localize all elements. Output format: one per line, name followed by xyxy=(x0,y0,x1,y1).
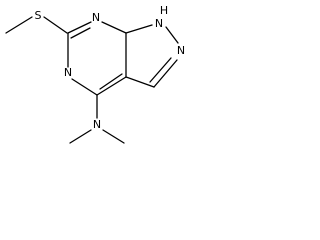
bond-methyl-s xyxy=(5,16,33,34)
atom-n2: N xyxy=(177,44,185,57)
bond-c2-n3-double-b xyxy=(70,27,91,39)
atom-nh-h: H xyxy=(160,4,168,17)
bond-s-c2 xyxy=(43,16,68,34)
bond-c4-c3a-a xyxy=(96,76,127,96)
bond-n1-c4 xyxy=(71,78,98,96)
bond-c3-c3a xyxy=(125,76,155,88)
bond-n2-c3-double-a xyxy=(153,59,178,88)
bond-namine-methyl-left xyxy=(69,129,92,144)
bond-n3-c7a xyxy=(101,21,127,34)
bond-c2-n3-double-a xyxy=(67,21,92,34)
atom-amine-n: N xyxy=(93,118,101,131)
atom-sulfur: S xyxy=(35,9,42,22)
atom-n3: N xyxy=(92,11,100,24)
bond-c7a-nh xyxy=(125,24,153,34)
atom-nh-n: N xyxy=(155,17,163,30)
bonds xyxy=(5,16,179,144)
molecule-structure-diagram: S N N H N N N xyxy=(5,4,186,144)
bond-nh-n2 xyxy=(165,26,179,44)
bond-c4-c3a-b xyxy=(99,73,123,90)
atom-nh: H N xyxy=(155,4,168,30)
bond-namine-methyl-right xyxy=(102,129,125,144)
atom-labels: S N N H N N N xyxy=(35,4,186,131)
atom-n1: N xyxy=(64,66,72,79)
bond-n2-c3-double-b xyxy=(149,57,172,83)
